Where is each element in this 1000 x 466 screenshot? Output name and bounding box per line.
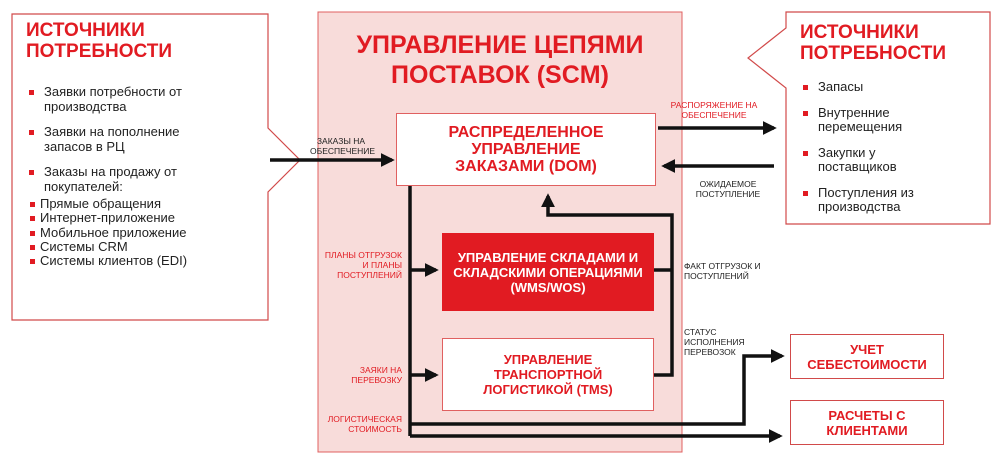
sub-list-item: Прямые обращения	[28, 196, 219, 211]
list-item: Заявки на пополнение запасов в РЦ	[26, 124, 219, 154]
list-item: Заявки потребности от производства	[26, 84, 219, 114]
right-panel: ИСТОЧНИКИ ПОТРЕБНОСТИ Запасы Внутренние …	[800, 22, 985, 226]
sub-list-item: Интернет-приложение	[28, 210, 219, 225]
sub-list: Прямые обращения Интернет-приложение Моб…	[28, 196, 219, 268]
list-item: Запасы	[800, 79, 985, 95]
arrow-fact-feedback	[541, 193, 674, 377]
right-panel-shape	[747, 11, 991, 225]
label-fact: ФАКТ ОТГРУЗОК И ПОСТУПЛЕНИЙ	[684, 261, 761, 281]
list-item: Внутренние перемещения	[800, 105, 928, 135]
list-item: Заказы на продажу от покупателей: Прямые…	[26, 164, 219, 268]
scm-title: УПРАВЛЕНИЕ ЦЕПЯМИ ПОСТАВОК (SCM)	[356, 31, 644, 89]
dom-box: РАСПРЕДЕЛЕННОЕ УПРАВЛЕНИЕ ЗАКАЗАМИ (DOM)	[396, 113, 656, 186]
arrow-to-cost	[410, 349, 785, 426]
label-status: СТАТУС ИСПОЛНЕНИЯ ПЕРЕВОЗОК	[684, 327, 745, 357]
wms-box: УПРАВЛЕНИЕ СКЛАДАМИ И СКЛАДСКИМИ ОПЕРАЦИ…	[442, 233, 654, 311]
settlements-box: РАСЧЕТЫ С КЛИЕНТАМИ	[790, 400, 944, 445]
label-logistic-cost: ЛОГИСТИЧЕСКАЯ СТОИМОСТЬ	[327, 414, 402, 434]
label-transport-request: ЗАЯКИ НА ПЕРЕВОЗКУ	[351, 365, 402, 385]
left-panel: ИСТОЧНИКИ ПОТРЕБНОСТИ Заявки потребности…	[26, 20, 266, 279]
label-expected-receipt: ОЖИДАЕМОЕ ПОСТУПЛЕНИЕ	[695, 179, 761, 199]
sub-list-item: Системы CRM	[28, 239, 219, 254]
left-panel-shape	[11, 13, 301, 321]
cost-box: УЧЕТ СЕБЕСТОИМОСТИ	[790, 334, 944, 379]
left-panel-title: ИСТОЧНИКИ ПОТРЕБНОСТИ	[26, 20, 173, 62]
right-panel-title: ИСТОЧНИКИ ПОТРЕБНОСТИ	[800, 22, 947, 64]
right-panel-list: Запасы Внутренние перемещения Закупки у …	[800, 79, 985, 215]
sub-list-item: Мобильное приложение	[28, 225, 219, 240]
sub-list-item: Системы клиентов (EDI)	[28, 253, 219, 268]
label-plans: ПЛАНЫ ОТГРУЗОК И ПЛАНЫ ПОСТУПЛЕНИЙ	[324, 250, 402, 280]
left-panel-list: Заявки потребности от производства Заявк…	[26, 84, 266, 268]
tms-box: УПРАВЛЕНИЕ ТРАНСПОРТНОЙ ЛОГИСТИКОЙ (TMS)	[442, 338, 654, 411]
label-orders-supply: ЗАКАЗЫ НА ОБЕСПЕЧЕНИЕ	[310, 136, 376, 156]
list-item: Поступления из производства	[800, 185, 948, 215]
list-item: Закупки у поставщиков	[800, 145, 928, 175]
label-supply-order: РАСПОРЯЖЕНИЕ НА ОБЕСПЕЧЕНИЕ	[670, 100, 758, 120]
